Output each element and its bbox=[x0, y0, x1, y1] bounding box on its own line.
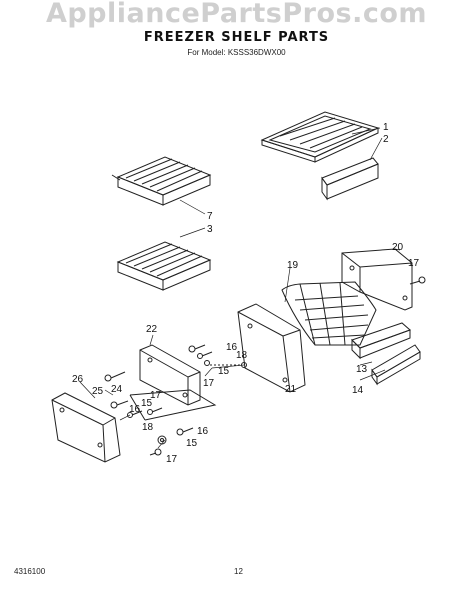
page-title: FREEZER SHELF PARTS bbox=[143, 30, 330, 45]
fastener-parts bbox=[104, 276, 426, 456]
callout-19: 19 bbox=[287, 260, 299, 271]
callout-16-center: 16 bbox=[226, 342, 238, 353]
callout-18-center: 18 bbox=[236, 350, 248, 361]
shelf-glass-part bbox=[260, 111, 380, 201]
callout-3: 3 bbox=[207, 224, 213, 235]
callout-7: 7 bbox=[207, 211, 213, 222]
callout-18-left: 18 bbox=[142, 422, 154, 433]
callout-15-center: 15 bbox=[218, 366, 230, 377]
callout-15-left: 15 bbox=[141, 398, 153, 409]
wire-basket-part bbox=[281, 281, 377, 346]
rear-panel-part bbox=[341, 248, 413, 311]
left-bracket-part bbox=[139, 344, 201, 406]
callout-1: 1 bbox=[383, 122, 389, 133]
callout-17-right: 17 bbox=[408, 258, 420, 269]
callout-26: 26 bbox=[72, 374, 84, 385]
mounting-plate bbox=[129, 389, 217, 421]
leader-lines bbox=[79, 127, 401, 449]
document-number: 4316100 bbox=[14, 567, 46, 576]
side-panel-part bbox=[237, 303, 306, 393]
callout-14: 14 bbox=[352, 385, 364, 396]
callout-2: 2 bbox=[383, 134, 389, 145]
callout-24: 24 bbox=[111, 384, 123, 395]
left-panel-part bbox=[51, 392, 121, 463]
wire-shelf-upper bbox=[111, 156, 212, 206]
front-trim-part bbox=[351, 322, 421, 386]
callout-13: 13 bbox=[356, 364, 368, 375]
watermark: AppliancePartsPros.com bbox=[45, 0, 428, 29]
callout-21: 21 bbox=[285, 384, 297, 395]
callout-17-center: 17 bbox=[203, 378, 215, 389]
callout-20: 20 bbox=[392, 242, 404, 253]
callout-25: 25 bbox=[92, 386, 104, 397]
callout-17-bottom: 17 bbox=[166, 454, 178, 465]
callout-16-left: 16 bbox=[129, 404, 141, 415]
callout-17-left-top: 17 bbox=[150, 390, 162, 401]
wire-shelf-lower bbox=[116, 241, 212, 291]
page-number: 12 bbox=[234, 567, 243, 576]
model-subtitle: For Model: KSSS36DWX00 bbox=[187, 48, 286, 57]
callout-22: 22 bbox=[146, 324, 158, 335]
callout-labels: 1 2 7 3 20 17 19 22 16 18 15 17 13 14 21… bbox=[72, 122, 420, 465]
callout-15-bottom: 15 bbox=[186, 438, 198, 449]
callout-16-bottom: 16 bbox=[197, 426, 209, 437]
